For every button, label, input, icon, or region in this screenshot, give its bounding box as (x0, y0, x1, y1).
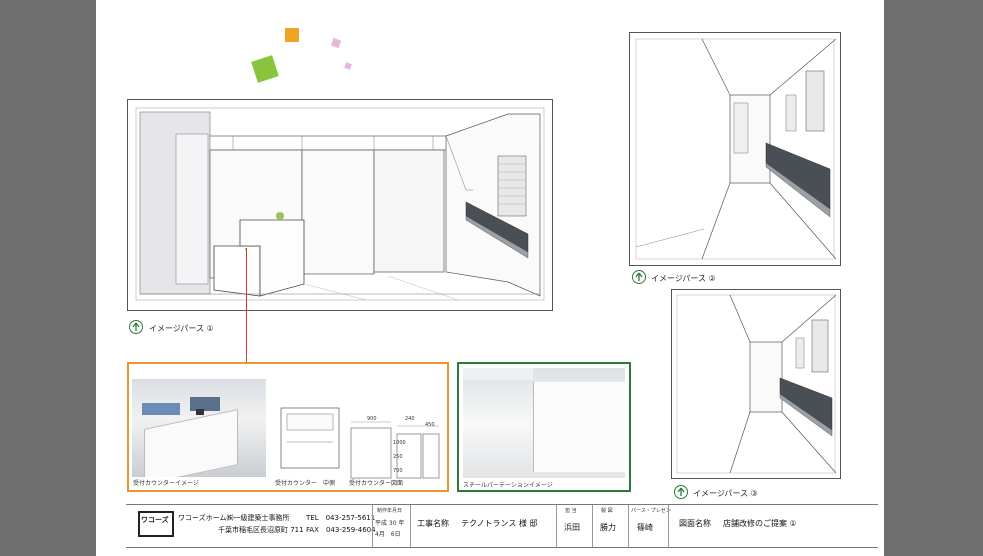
date-line1: 平成 30 年 (375, 520, 405, 527)
perspective-3-label: イメージパース ③ (693, 489, 758, 498)
staff-name: 勝力 (600, 523, 616, 532)
perspective-1-drawing (135, 107, 545, 301)
staff-cell-2: 製 図 勝力 (592, 505, 628, 547)
drawing-sheet: イメージパース ① イメージパース ② (96, 0, 884, 556)
perspective-2-label: イメージパース ② (651, 274, 716, 283)
dim-450: 450 (425, 422, 435, 428)
leader-line (246, 248, 247, 362)
staff-cell-3: パース・プレゼン 篠崎 (628, 505, 671, 547)
date-line2: 4月 6日 (375, 531, 401, 538)
caption-counter-image: 受付カウンターイメージ (133, 480, 199, 487)
project-value: テクノトランス 様 邸 (461, 519, 538, 528)
dim-1000: 1000 (393, 440, 406, 446)
staff-name: 篠崎 (637, 523, 653, 532)
staff-cell-1: 担 当 浜田 (556, 505, 592, 547)
drawing-label: 図面名称 (679, 519, 711, 528)
north-arrow-icon (632, 270, 646, 284)
dim-700: 700 (393, 468, 403, 474)
counter-plan-drawing (350, 421, 440, 479)
perspective-2-frame (629, 32, 841, 266)
north-arrow-icon (674, 485, 688, 499)
deco-square-pink (330, 37, 342, 49)
deco-square-green (251, 55, 279, 83)
drawing-cell: 図面名称 店舗改修のご提案 ① (668, 505, 848, 547)
counter-photo (132, 379, 266, 477)
deco-square-orange (285, 28, 299, 42)
staff-role: 製 図 (601, 508, 613, 514)
caption-partition-image: スチールパーテーションイメージ (463, 482, 553, 489)
dim-900: 900 (367, 416, 377, 422)
firm-fax: FAX 043-259-4604 (306, 526, 376, 534)
deco-square-pink-small (344, 62, 352, 70)
drawing-value: 店舗改修のご提案 ① (723, 519, 797, 528)
firm-name: ワコーズホーム㈱一級建築士事務所 (178, 514, 290, 522)
firm-tel: TEL 043-257-5611 (306, 514, 376, 522)
title-block: ワコーズ ワコーズホーム㈱一級建築士事務所 千葉市稲毛区長沼原町 711 TEL… (126, 504, 878, 548)
firm-logo: ワコーズ (138, 511, 174, 537)
counter-middle-drawing (280, 407, 340, 469)
staff-role: パース・プレゼン (631, 508, 671, 514)
caption-counter-drawing: 受付カウンター図面 (349, 480, 404, 487)
project-label: 工事名称 (417, 519, 449, 528)
perspective-3-frame (671, 289, 841, 479)
perspective-1-label: イメージパース ① (149, 324, 214, 333)
counter-reference-frame: 受付カウンターイメージ 受付カウンター 中側 900 240 450 1000 … (127, 362, 449, 492)
north-arrow-icon (129, 320, 143, 334)
perspective-3-drawing (676, 294, 837, 474)
partition-photo (463, 368, 625, 478)
perspective-2-drawing (635, 38, 837, 260)
dim-250: 250 (393, 454, 403, 460)
project-cell: 工事名称 テクノトランス 様 邸 (410, 505, 556, 547)
partition-reference-frame: スチールパーテーションイメージ (457, 362, 631, 492)
firm-address: 千葉市稲毛区長沼原町 711 (218, 526, 304, 534)
staff-name: 浜田 (564, 523, 580, 532)
dim-240: 240 (405, 416, 415, 422)
staff-role: 担 当 (565, 508, 577, 514)
perspective-1-frame (127, 99, 553, 311)
firm-logo-text: ワコーズ (141, 516, 169, 524)
date-header: 制作年月日 (377, 508, 403, 514)
date-cell: 制作年月日 平成 30 年 4月 6日 (372, 505, 410, 547)
caption-counter-middle: 受付カウンター 中側 (275, 480, 336, 487)
